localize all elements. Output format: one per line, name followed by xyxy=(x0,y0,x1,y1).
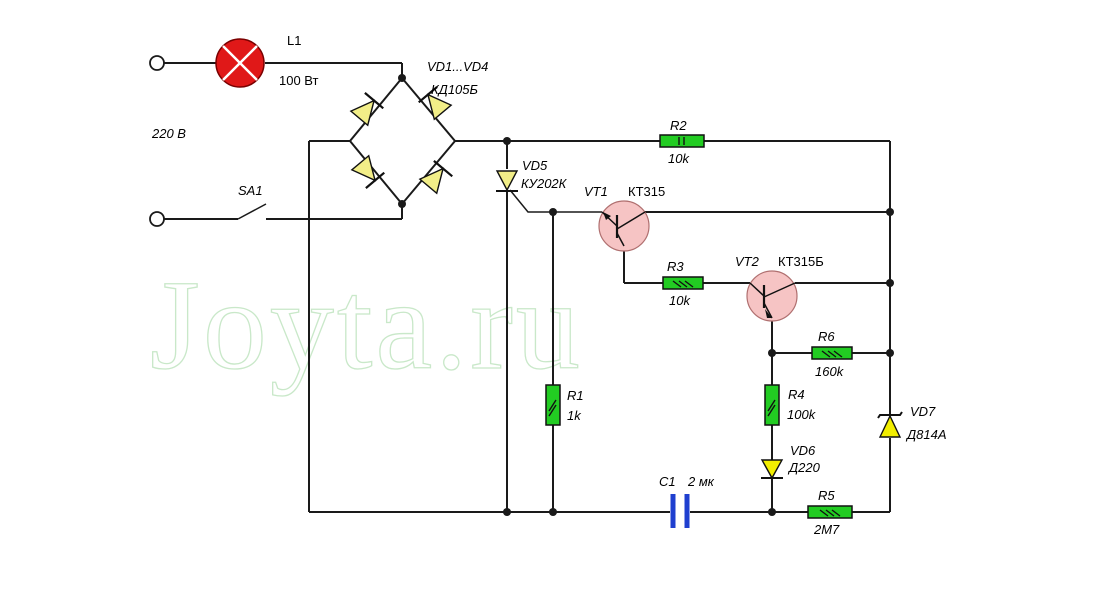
zener-diode-vd7 xyxy=(877,411,903,438)
vd7-type-label: Д814А xyxy=(905,427,947,442)
vt1-type-label: КТ315 xyxy=(628,184,665,199)
wires xyxy=(164,62,891,513)
r4-value-label: 100k xyxy=(787,407,817,422)
r1-value-label: 1k xyxy=(567,408,582,423)
diode-vd6 xyxy=(760,459,784,480)
r4-ref-label: R4 xyxy=(788,387,805,402)
input-terminal-bottom xyxy=(149,211,165,227)
vd6-ref-label: VD6 xyxy=(790,443,816,458)
vd6-type-label: Д220 xyxy=(787,460,821,475)
vt2-ref-label: VT2 xyxy=(735,254,760,269)
transistor-vt1 xyxy=(598,200,650,252)
r3-ref-label: R3 xyxy=(667,259,684,274)
transistor-vt2 xyxy=(746,270,798,322)
vd5-type-label: КУ202К xyxy=(521,176,568,191)
resistor-r3 xyxy=(662,276,704,290)
r2-ref-label: R2 xyxy=(670,118,687,133)
resistor-r1 xyxy=(545,384,561,426)
supply-voltage-label: 220 В xyxy=(151,126,186,141)
c1-value-label: 2 мк xyxy=(687,474,715,489)
input-terminal-top xyxy=(149,55,165,71)
switch-ref-label: SA1 xyxy=(238,183,263,198)
r6-value-label: 160k xyxy=(815,364,845,379)
vt2-type-label: КТ315Б xyxy=(778,254,824,269)
resistor-r2 xyxy=(659,134,705,148)
capacitor-c1 xyxy=(670,494,690,528)
r2-value-label: 10k xyxy=(668,151,690,166)
bridge-diode-vd4 xyxy=(418,160,453,195)
junction-dots xyxy=(398,74,894,516)
r5-ref-label: R5 xyxy=(818,488,835,503)
lamp-l1 xyxy=(215,38,265,88)
resistor-r5 xyxy=(807,505,853,519)
bridge-diode-vd2 xyxy=(418,86,453,121)
bridge-type-label: КД105Б xyxy=(431,82,479,97)
lamp-ref-label: L1 xyxy=(287,33,301,48)
r1-ref-label: R1 xyxy=(567,388,584,403)
r5-value-label: 2М7 xyxy=(813,522,840,537)
r6-ref-label: R6 xyxy=(818,329,835,344)
bridge-diode-vd1 xyxy=(349,92,384,127)
c1-ref-label: C1 xyxy=(659,474,676,489)
vd5-ref-label: VD5 xyxy=(522,158,548,173)
resistor-r4 xyxy=(764,384,780,426)
bridge-ref-label: VD1...VD4 xyxy=(427,59,488,74)
watermark: Joyta.ru xyxy=(150,254,583,396)
lamp-power-label: 100 Вт xyxy=(279,73,319,88)
bridge-diode-vd3 xyxy=(350,154,385,189)
r3-value-label: 10k xyxy=(669,293,691,308)
vt1-ref-label: VT1 xyxy=(584,184,608,199)
thyristor-vd5 xyxy=(495,170,519,192)
vd7-ref-label: VD7 xyxy=(910,404,936,419)
resistor-r6 xyxy=(811,346,853,360)
